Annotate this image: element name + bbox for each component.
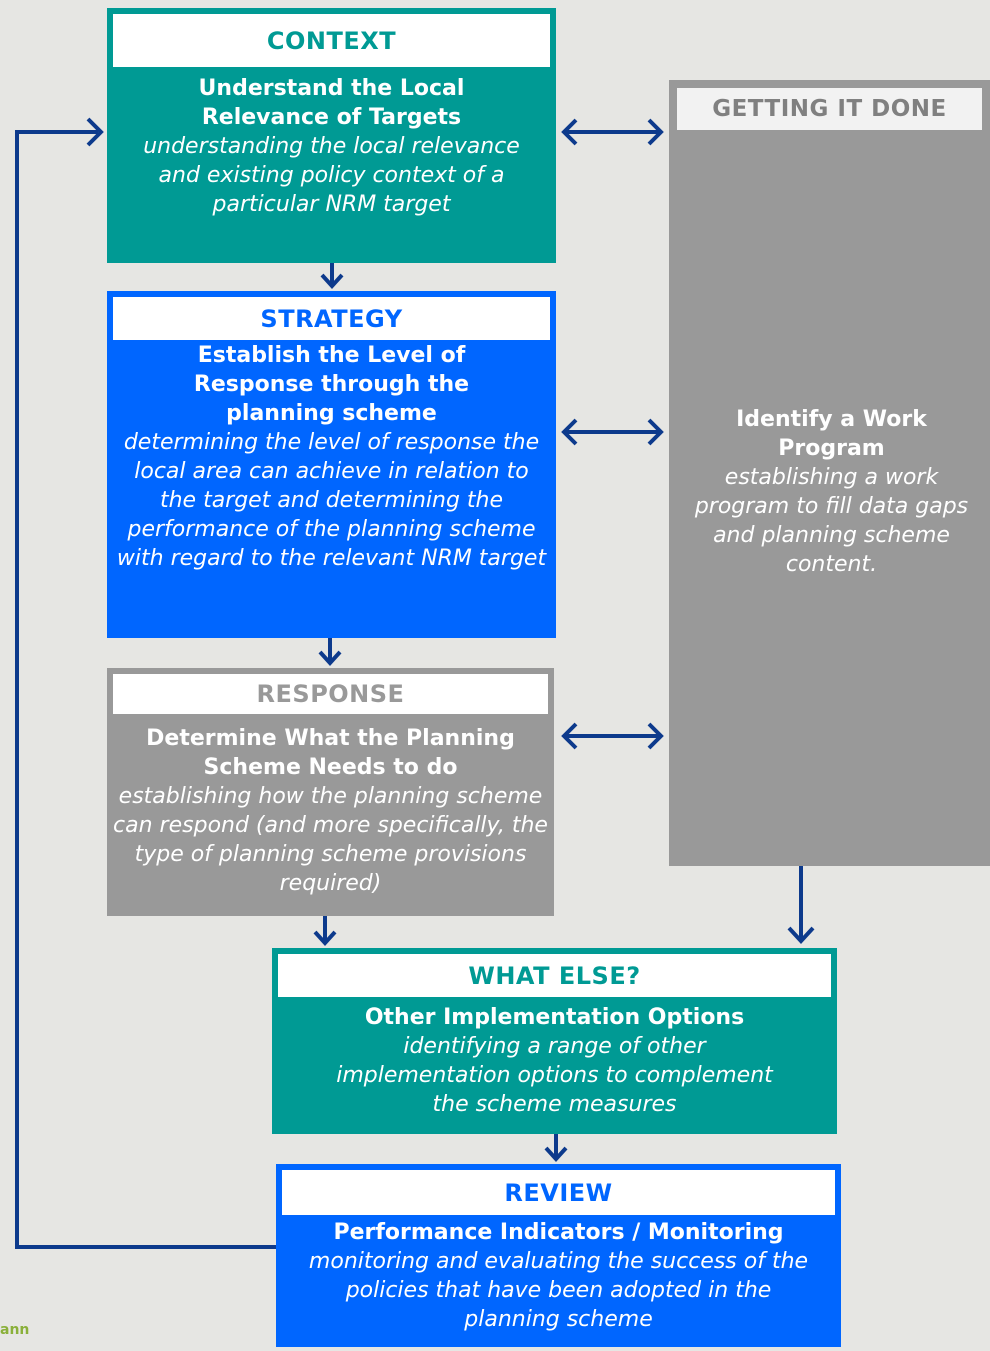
logo: ann xyxy=(0,1322,30,1338)
context-description: understanding the local relevance and ex… xyxy=(143,134,520,217)
getting-it-done-box: GETTING IT DONE Identify a Work Program … xyxy=(669,80,990,866)
what-else-title: Other Implementation Options xyxy=(364,1005,745,1030)
response-box: RESPONSE Determine What the Planning Sch… xyxy=(107,668,554,916)
response-heading: RESPONSE xyxy=(113,674,548,714)
strategy-description: determining the level of response the lo… xyxy=(116,430,547,571)
context-heading: CONTEXT xyxy=(113,14,550,67)
what-else-description: identifying a range of other implementat… xyxy=(336,1034,773,1117)
getting-it-done-title: Identify a Work Program xyxy=(736,407,927,461)
review-box: REVIEW Performance Indicators / Monitori… xyxy=(276,1164,841,1347)
context-box: CONTEXT Understand the Local Relevance o… xyxy=(107,8,556,263)
getting-it-done-body: Identify a Work Program establishing a w… xyxy=(689,405,974,579)
feedback-loop-arrowhead xyxy=(86,117,104,147)
response-body: Determine What the Planning Scheme Needs… xyxy=(111,724,550,898)
strategy-title: Establish the Level of Response through … xyxy=(193,343,470,426)
response-title: Determine What the Planning Scheme Needs… xyxy=(146,726,515,780)
what-else-box: WHAT ELSE? Other Implementation Options … xyxy=(272,948,837,1134)
getting-it-done-heading: GETTING IT DONE xyxy=(677,88,982,130)
getting-it-done-description: establishing a work program to fill data… xyxy=(694,465,969,577)
strategy-heading: STRATEGY xyxy=(113,297,550,340)
context-body: Understand the Local Relevance of Target… xyxy=(117,74,546,219)
review-body: Performance Indicators / Monitoring moni… xyxy=(286,1218,831,1334)
response-description: establishing how the planning scheme can… xyxy=(113,784,548,896)
review-heading: REVIEW xyxy=(282,1170,835,1215)
what-else-heading: WHAT ELSE? xyxy=(278,954,831,997)
review-title: Performance Indicators / Monitoring xyxy=(333,1220,784,1245)
feedback-loop-arrow xyxy=(15,130,276,1249)
strategy-box: STRATEGY Establish the Level of Response… xyxy=(107,291,556,638)
review-description: monitoring and evaluating the success of… xyxy=(308,1249,809,1332)
context-title: Understand the Local Relevance of Target… xyxy=(198,76,465,130)
what-else-body: Other Implementation Options identifying… xyxy=(282,1003,827,1119)
strategy-body: Establish the Level of Response through … xyxy=(113,341,550,573)
